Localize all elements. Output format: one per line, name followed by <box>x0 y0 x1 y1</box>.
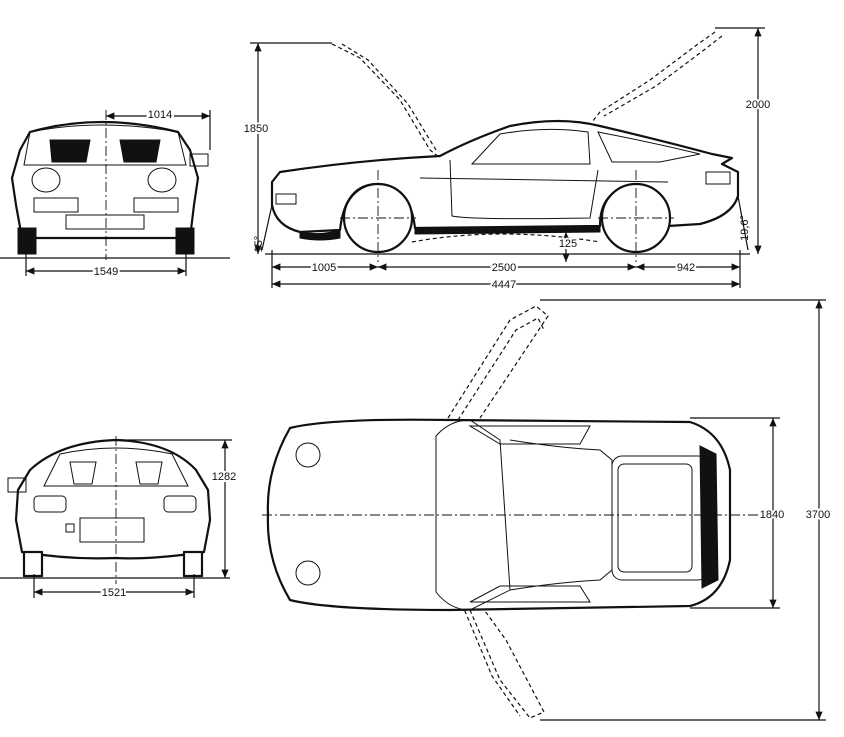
dim-front-half-track: 1014 <box>148 109 172 121</box>
dim-door-open-width: 3700 <box>806 509 830 521</box>
dim-rear-track: 1521 <box>102 587 126 599</box>
dim-rear-overhang: 942 <box>677 262 695 274</box>
dim-ground-clearance: 125 <box>559 238 577 250</box>
dim-body-width: 1840 <box>760 509 784 521</box>
dim-rear-height: 1282 <box>212 471 236 483</box>
rear-view: 1282 1521 <box>0 436 238 601</box>
dim-departure-angle: 19,6° <box>739 215 751 241</box>
dim-approach-angle: 15° <box>253 236 265 253</box>
dim-door-open-height: 2000 <box>746 99 770 111</box>
dim-overall-length: 4447 <box>492 279 516 291</box>
dim-wheelbase: 2500 <box>492 262 516 274</box>
side-view: 1850 2000 15° 19,6° 125 1005 2500 942 44… <box>242 27 772 293</box>
dim-front-track: 1549 <box>94 266 118 278</box>
dim-height: 1850 <box>244 123 268 135</box>
dim-front-overhang: 1005 <box>312 262 336 274</box>
top-view: 1840 3700 <box>262 299 832 721</box>
front-view: 1014 1549 <box>0 107 230 280</box>
